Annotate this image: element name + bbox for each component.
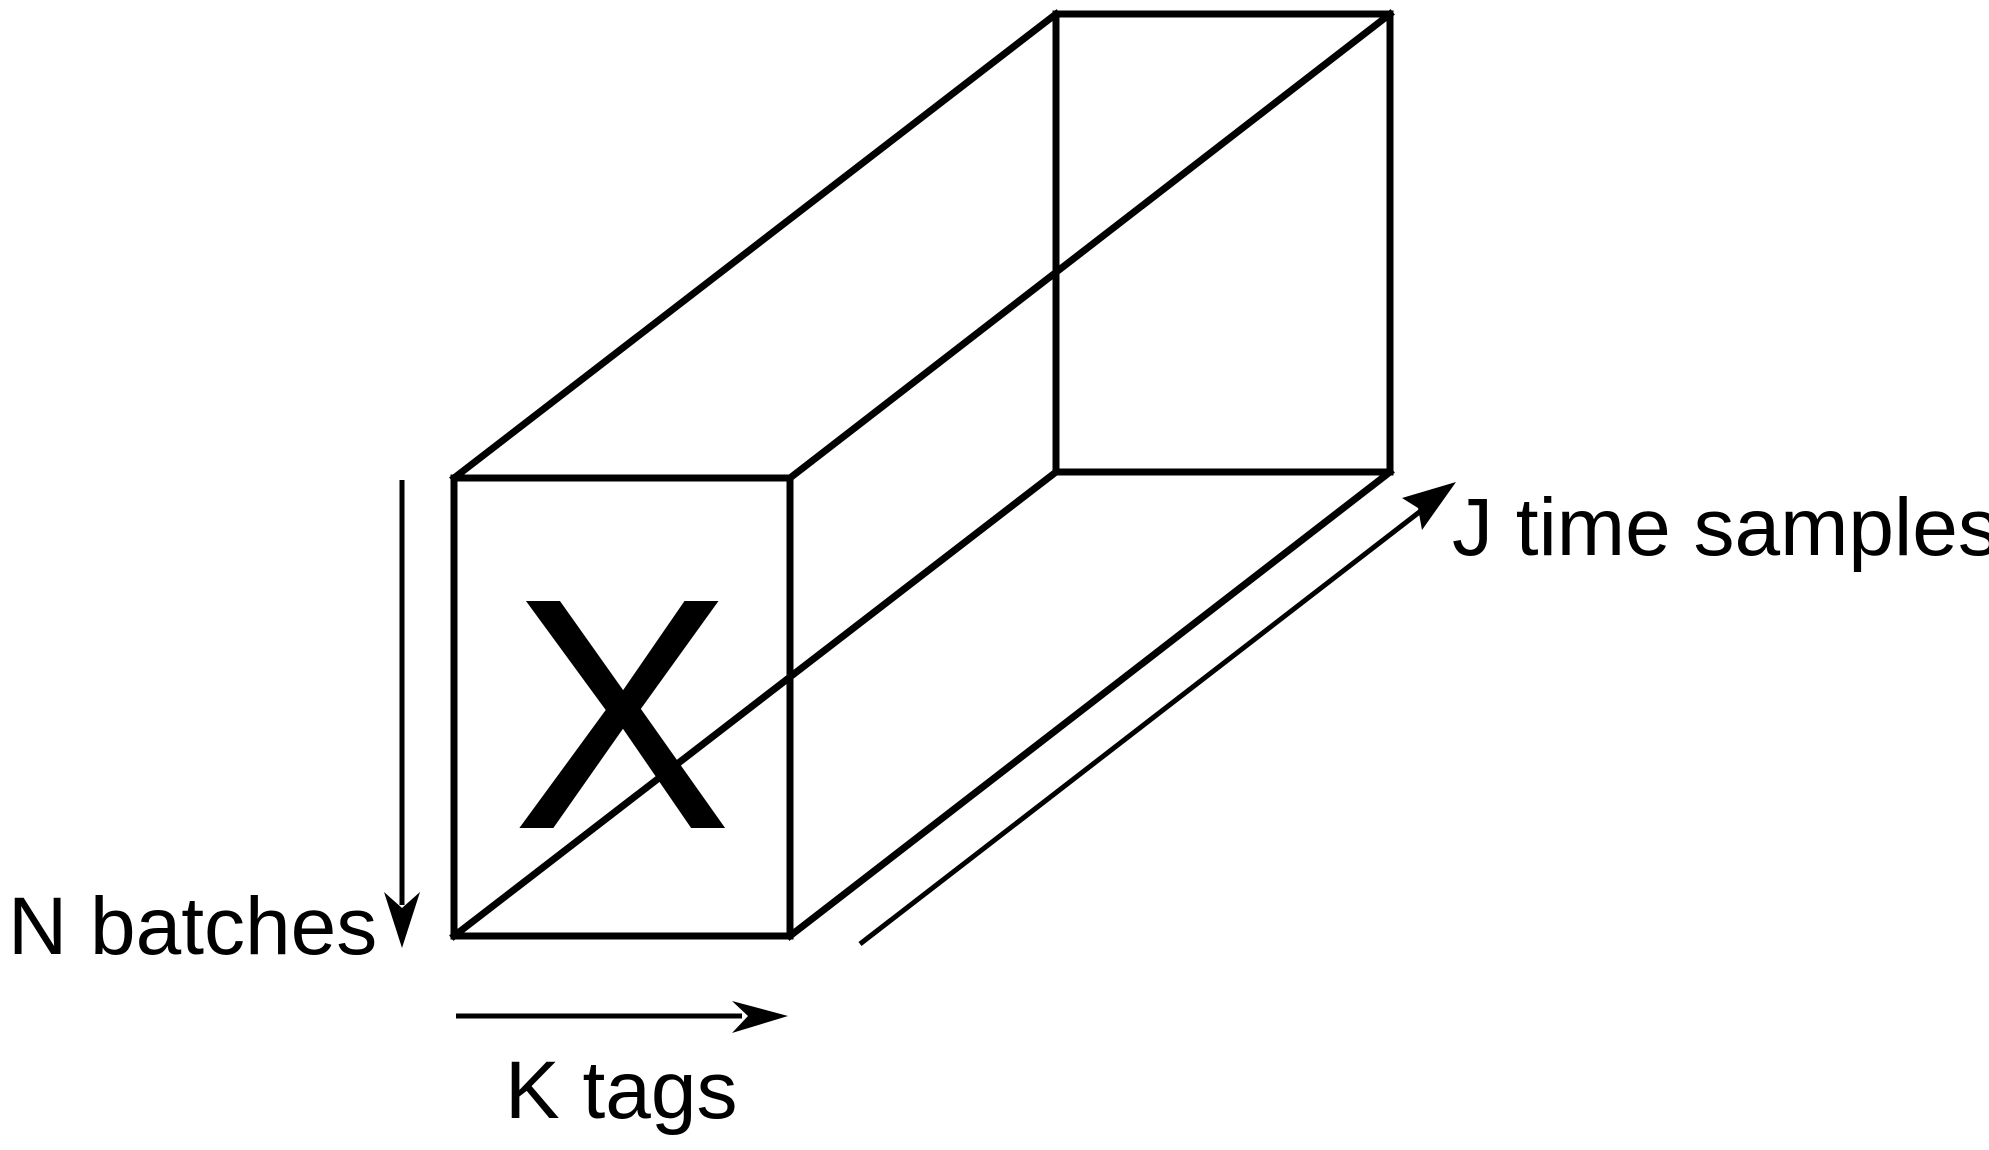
- bottom-right-depth-edge: [785, 467, 1395, 941]
- tensor-x-label: X: [512, 529, 732, 898]
- hidden-edge-front-to-back-bottom-left: [449, 467, 1061, 941]
- tags-axis-label: K tags: [505, 1045, 737, 1136]
- top-left-depth-edge: [449, 9, 1061, 483]
- box-outline: [449, 9, 1395, 941]
- batches-arrow-head: [384, 892, 420, 948]
- tags-axis-arrow: [456, 1001, 788, 1033]
- time-arrow-head: [1402, 482, 1456, 530]
- time-axis-label: J time samples: [1452, 482, 1989, 573]
- top-right-depth-edge: [785, 9, 1395, 483]
- tags-arrow-head: [732, 1001, 788, 1033]
- hidden-edges: [449, 10, 1394, 941]
- batches-axis-arrow: [384, 480, 420, 948]
- front-face: [450, 474, 794, 940]
- time-axis-arrow: [858, 482, 1456, 946]
- time-arrow-shaft: [858, 508, 1424, 946]
- batches-axis-label: N batches: [8, 881, 377, 972]
